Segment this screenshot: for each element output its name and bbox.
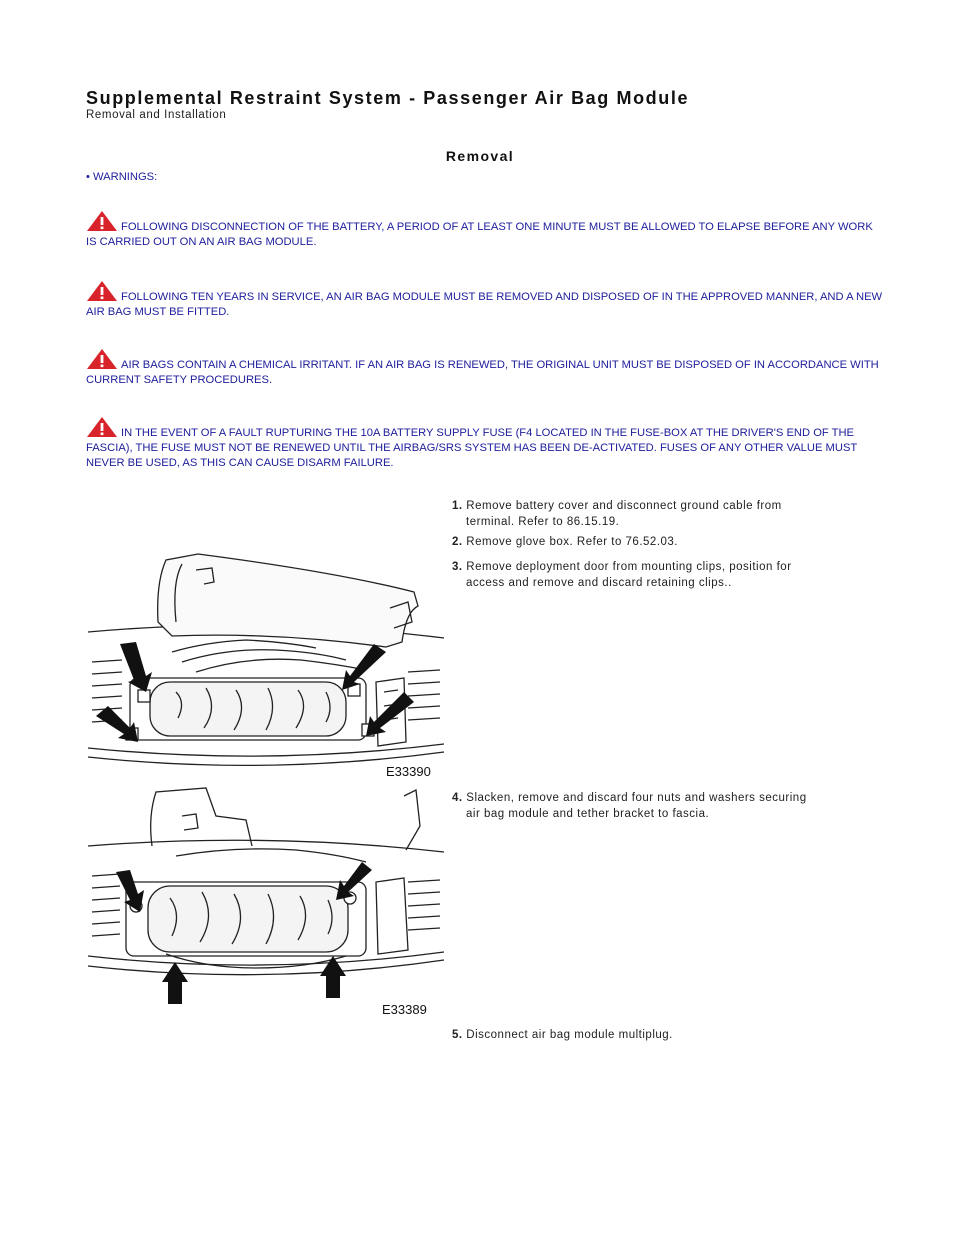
section-heading: Removal — [445, 148, 515, 164]
figure-label: E33390 — [386, 764, 431, 779]
warning-text: FOLLOWING TEN YEARS IN SERVICE, AN AIR B… — [86, 291, 883, 318]
warning-item: FOLLOWING TEN YEARS IN SERVICE, AN AIR B… — [86, 280, 886, 320]
step-1: 1. Remove battery cover and disconnect g… — [452, 498, 852, 530]
warning-triangle-icon — [86, 210, 118, 232]
warning-triangle-icon — [86, 280, 118, 302]
warning-item: AIR BAGS CONTAIN A CHEMICAL IRRITANT. IF… — [86, 348, 886, 388]
warning-text: AIR BAGS CONTAIN A CHEMICAL IRRITANT. IF… — [86, 359, 879, 386]
callout-arrows — [96, 642, 414, 742]
step-text: Disconnect air bag module multiplug. — [466, 1029, 673, 1041]
step-text-continued: air bag module and tether bracket to fas… — [466, 808, 710, 820]
figure-label: E33389 — [382, 1002, 427, 1017]
step-number: 2. — [452, 536, 463, 548]
warning-text: FOLLOWING DISCONNECTION OF THE BATTERY, … — [86, 221, 873, 248]
page-title: Supplemental Restraint System - Passenge… — [86, 88, 690, 108]
step-text: Remove glove box. Refer to 76.52.03. — [466, 536, 678, 548]
step-number: 1. — [452, 500, 463, 512]
figure-module-nuts: E33389 — [86, 786, 446, 1018]
airbag-door-illustration: E33390 — [87, 553, 445, 779]
step-text: Remove deployment door from mounting cli… — [466, 561, 792, 573]
step-text: Remove battery cover and disconnect grou… — [466, 500, 782, 512]
warning-triangle-icon — [86, 416, 118, 438]
step-number: 4. — [452, 792, 463, 804]
callout-arrows — [116, 862, 372, 1004]
step-2: 2. Remove glove box. Refer to 76.52.03. — [452, 534, 852, 550]
warning-triangle-icon — [86, 348, 118, 370]
warning-text: IN THE EVENT OF A FAULT RUPTURING THE 10… — [86, 427, 858, 469]
page-subtitle: Removal and Installation — [86, 109, 227, 121]
warning-item: IN THE EVENT OF A FAULT RUPTURING THE 10… — [86, 416, 886, 471]
step-number: 3. — [452, 561, 463, 573]
step-4: 4. Slacken, remove and discard four nuts… — [452, 790, 852, 822]
warnings-label: • WARNINGS: — [86, 171, 158, 183]
step-5: 5. Disconnect air bag module multiplug. — [452, 1027, 852, 1043]
step-text-continued: access and remove and discard retaining … — [466, 577, 732, 589]
step-3: 3. Remove deployment door from mounting … — [452, 559, 852, 591]
step-text-continued: terminal. Refer to 86.15.19. — [466, 516, 620, 528]
airbag-module-illustration: E33389 — [87, 787, 445, 1017]
step-number: 5. — [452, 1029, 463, 1041]
figure-deployment-door-clips: E33390 — [86, 552, 446, 782]
step-text: Slacken, remove and discard four nuts an… — [466, 792, 807, 804]
warning-item: FOLLOWING DISCONNECTION OF THE BATTERY, … — [86, 210, 886, 250]
